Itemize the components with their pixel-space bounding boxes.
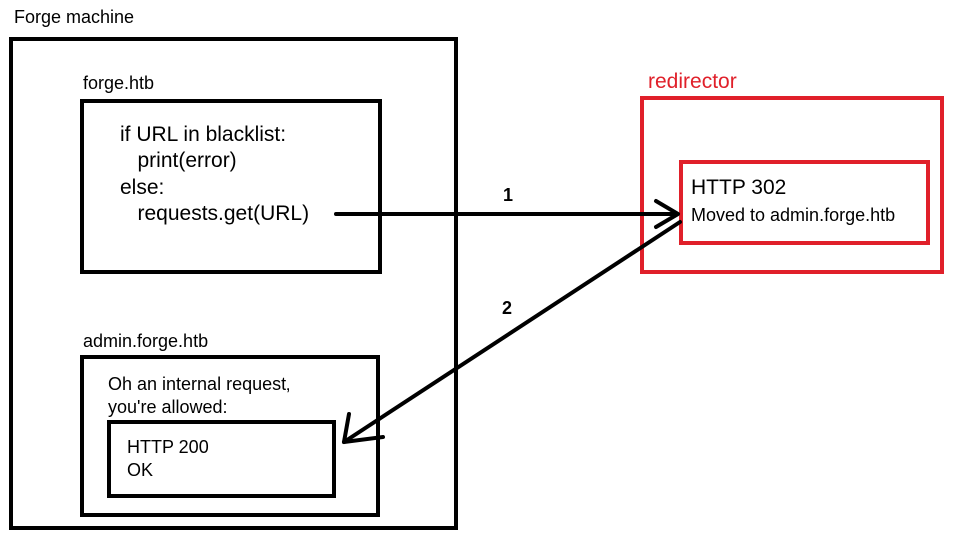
forge-htb-title: forge.htb <box>83 73 155 93</box>
forge-htb-box <box>80 99 382 274</box>
http-200-status: HTTP 200 <box>127 437 209 457</box>
code-line-4: requests.get(URL) <box>120 202 310 225</box>
forge-machine-title: Forge machine <box>14 7 135 27</box>
admin-message-line-2: you're allowed: <box>108 397 228 417</box>
code-line-3: else: <box>120 176 165 199</box>
arrow-1-label: 1 <box>503 185 514 205</box>
redirector-title: redirector <box>648 70 737 93</box>
code-line-1: if URL in blacklist: <box>120 123 287 146</box>
admin-forge-htb-title: admin.forge.htb <box>83 331 209 351</box>
http-302-status: HTTP 302 <box>691 176 787 199</box>
arrow-2-label: 2 <box>502 298 513 318</box>
redirector-box <box>640 96 944 274</box>
code-line-2: print(error) <box>120 149 237 172</box>
http-302-message: Moved to admin.forge.htb <box>691 205 896 225</box>
http-200-text: OK <box>127 460 154 480</box>
http-200-response-box <box>107 420 336 498</box>
admin-message-line-1: Oh an internal request‚ <box>108 374 291 394</box>
http-302-response-box <box>679 160 930 245</box>
